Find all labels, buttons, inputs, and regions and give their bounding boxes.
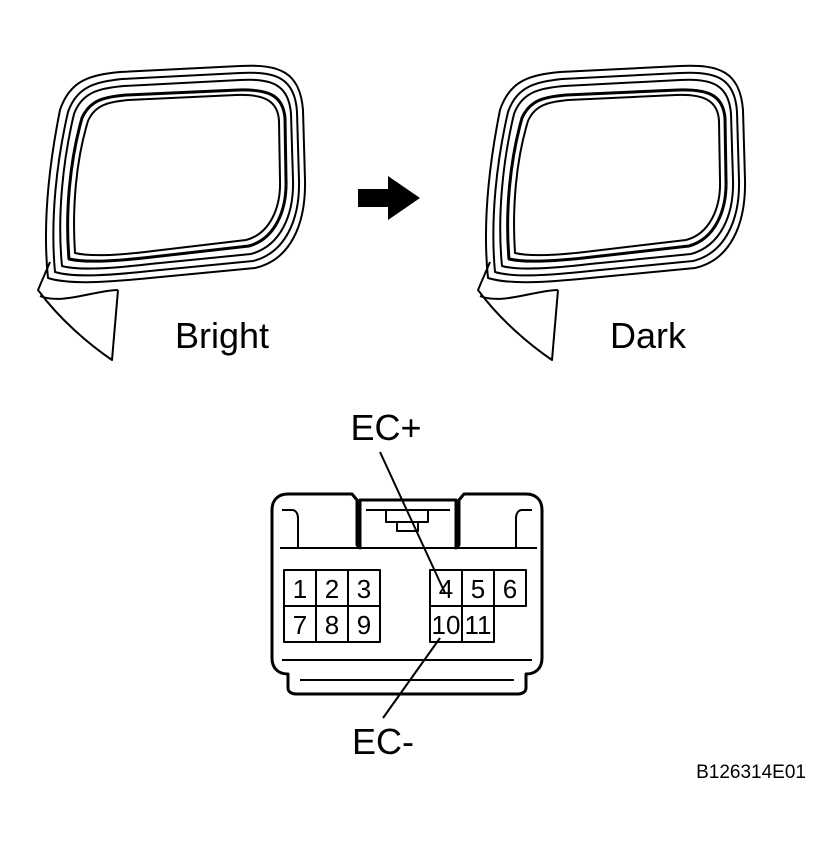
label-bright: Bright [175,315,269,356]
right-arrow-icon [358,176,420,220]
figure-code: B126314E01 [696,762,806,783]
pin-5: 5 [471,574,485,604]
label-ec-minus: EC- [352,721,414,762]
label-dark: Dark [610,315,687,356]
pin-2: 2 [325,574,339,604]
pin-6: 6 [503,574,517,604]
pin-1: 1 [293,574,307,604]
ec-plus-leader [379,451,446,594]
pin-10: 10 [432,610,461,640]
pin-4: 4 [439,574,453,604]
mirror-dark [477,64,747,361]
mirror-bright [37,64,307,361]
pin-9: 9 [357,610,371,640]
ec-minus-leader [382,637,441,719]
pin-8: 8 [325,610,339,640]
pin-7: 7 [293,610,307,640]
pin-11: 11 [465,610,492,640]
pin-3: 3 [357,574,371,604]
mirror-glass-dark [513,93,722,257]
connector: 1 2 3 4 5 6 7 8 9 10 11 [270,492,544,696]
mirror-glass-bright [73,93,282,257]
label-ec-plus: EC+ [350,407,421,448]
